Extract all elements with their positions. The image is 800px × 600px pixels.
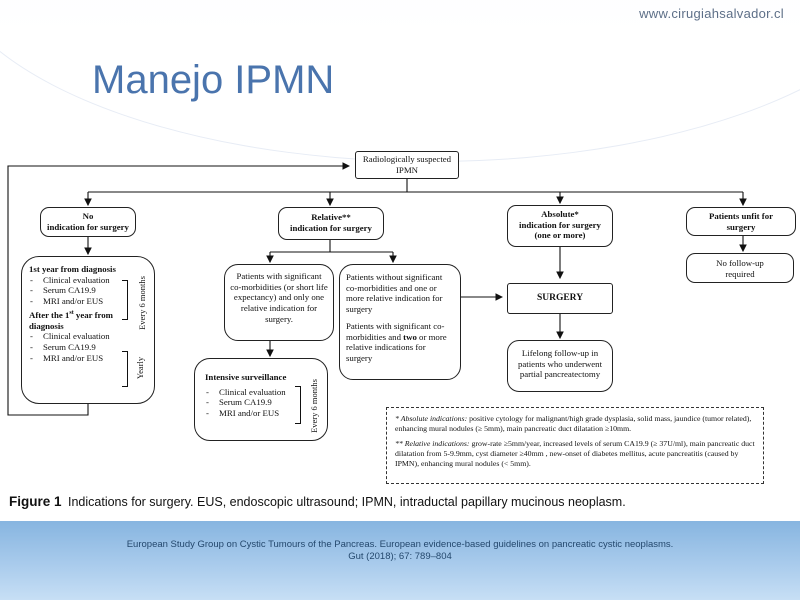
intensive-item: Serum CA19.9 [205,397,321,408]
slide-title: Manejo IPMN [92,58,335,102]
bracket-3 [295,386,301,424]
surgery-box: SURGERY [507,283,613,314]
indications-notes: * Absolute indications: positive cytolog… [386,407,764,484]
root-line2: IPMN [396,164,418,175]
no-followup-line2: required [725,268,755,279]
absolute-line2: indication for surgery [519,219,601,230]
unfit-line2: surgery [726,221,756,232]
footer-band [0,521,800,600]
figure-label: Figure 1 [9,494,62,509]
reference: European Study Group on Cystic Tumours o… [0,539,800,563]
comorb-one-text: Patients with significant co-morbidities… [230,271,328,324]
relative-line2: indication for surgery [290,222,372,233]
surveillance-item: MRI and/or EUS [29,353,148,364]
site-url[interactable]: www.cirugiahsalvador.cl [639,6,784,21]
surveillance-item: MRI and/or EUS [29,296,148,307]
no-followup-line1: No follow-up [716,258,764,268]
with-comorb-two-c: or more relative indications for surgery [346,331,447,364]
bracket-2 [122,351,128,387]
root-line1: Radiologically suspected [362,154,452,164]
without-comorb-text: Patients without significant co-morbidit… [346,272,443,315]
surveillance-heading-2: After the 1st year from [29,310,148,321]
relative-box: Relative** indication for surgery [278,207,384,240]
lifelong-text: Lifelong follow-up in patients who under… [517,348,603,380]
surveillance-box: 1st year from diagnosis Clinical evaluat… [21,256,155,404]
absolute-box: Absolute* indication for surgery (one or… [507,205,613,247]
with-comorb-two-b: two [403,331,417,342]
intensive-surveillance-box: Intensive surveillance Clinical evaluati… [194,358,328,441]
reference-line2: Gut (2018); 67: 789–804 [348,550,452,562]
heading2-part-b: year from [73,309,113,320]
lifelong-followup-box: Lifelong follow-up in patients who under… [507,340,613,392]
no-followup-box: No follow-up required [686,253,794,283]
reference-line1: European Study Group on Cystic Tumours o… [126,539,674,550]
absolute-note-label: * Absolute indications: [395,414,468,423]
surveillance-item: Serum CA19.9 [29,342,148,353]
frequency-yearly: Yearly [135,356,145,380]
relative-note-label: ** Relative indications: [395,439,470,449]
surveillance-item: Clinical evaluation [29,331,148,342]
feedback-loop-line [7,162,351,416]
figure-caption: Indications for surgery. EUS, endoscopic… [68,495,626,509]
absolute-line1: Absolute* [541,209,579,219]
intensive-heading: Intensive surveillance [205,372,287,382]
no-indication-line1: No [82,211,94,221]
intensive-items: Clinical evaluation Serum CA19.9 MRI and… [205,387,321,419]
bracket-1 [122,280,128,320]
relative-indications-note: ** Relative indications: grow-rate ≥5mm/… [395,439,755,468]
surgery-label: SURGERY [536,293,584,303]
no-indication-box: No indication for surgery [40,207,136,237]
heading2-part-a: After the 1 [29,309,70,320]
intensive-item: MRI and/or EUS [205,408,321,419]
without-comorb-box: Patients without significant co-morbidit… [339,264,461,380]
with-comorb-two-a: Patients with significant co-morbidities… [346,320,445,342]
surveillance-heading-2-cont: diagnosis [29,320,64,331]
comorb-one-box: Patients with significant co-morbidities… [224,264,334,341]
unfit-box: Patients unfit for surgery [686,207,796,236]
absolute-line3: (one or more) [534,230,586,241]
surveillance-items-1: Clinical evaluation Serum CA19.9 MRI and… [29,275,148,307]
surveillance-heading-1: 1st year from diagnosis [29,264,116,274]
surveillance-items-2: Clinical evaluation Serum CA19.9 MRI and… [29,331,148,363]
absolute-indications-note: * Absolute indications: positive cytolog… [395,414,755,433]
intensive-item: Clinical evaluation [205,387,321,398]
heading2-sup: st [69,309,74,316]
relative-note-text: grow-rate ≥5mm/year, increased levels of… [395,439,755,468]
root-box: Radiologically suspected IPMN [355,151,459,179]
surveillance-item: Serum CA19.9 [29,285,148,296]
frequency-every-6-months-1: Every 6 months [137,276,147,330]
with-comorb-two-text: Patients with significant co-morbidities… [346,321,454,364]
surveillance-item: Clinical evaluation [29,275,148,286]
no-indication-line2: indication for surgery [47,221,129,232]
frequency-every-6-months-2: Every 6 months [309,379,319,433]
relative-line1: Relative** [311,212,351,222]
unfit-line1: Patients unfit for [708,211,773,221]
absolute-note-text: positive cytology for malignant/high gra… [395,414,752,433]
